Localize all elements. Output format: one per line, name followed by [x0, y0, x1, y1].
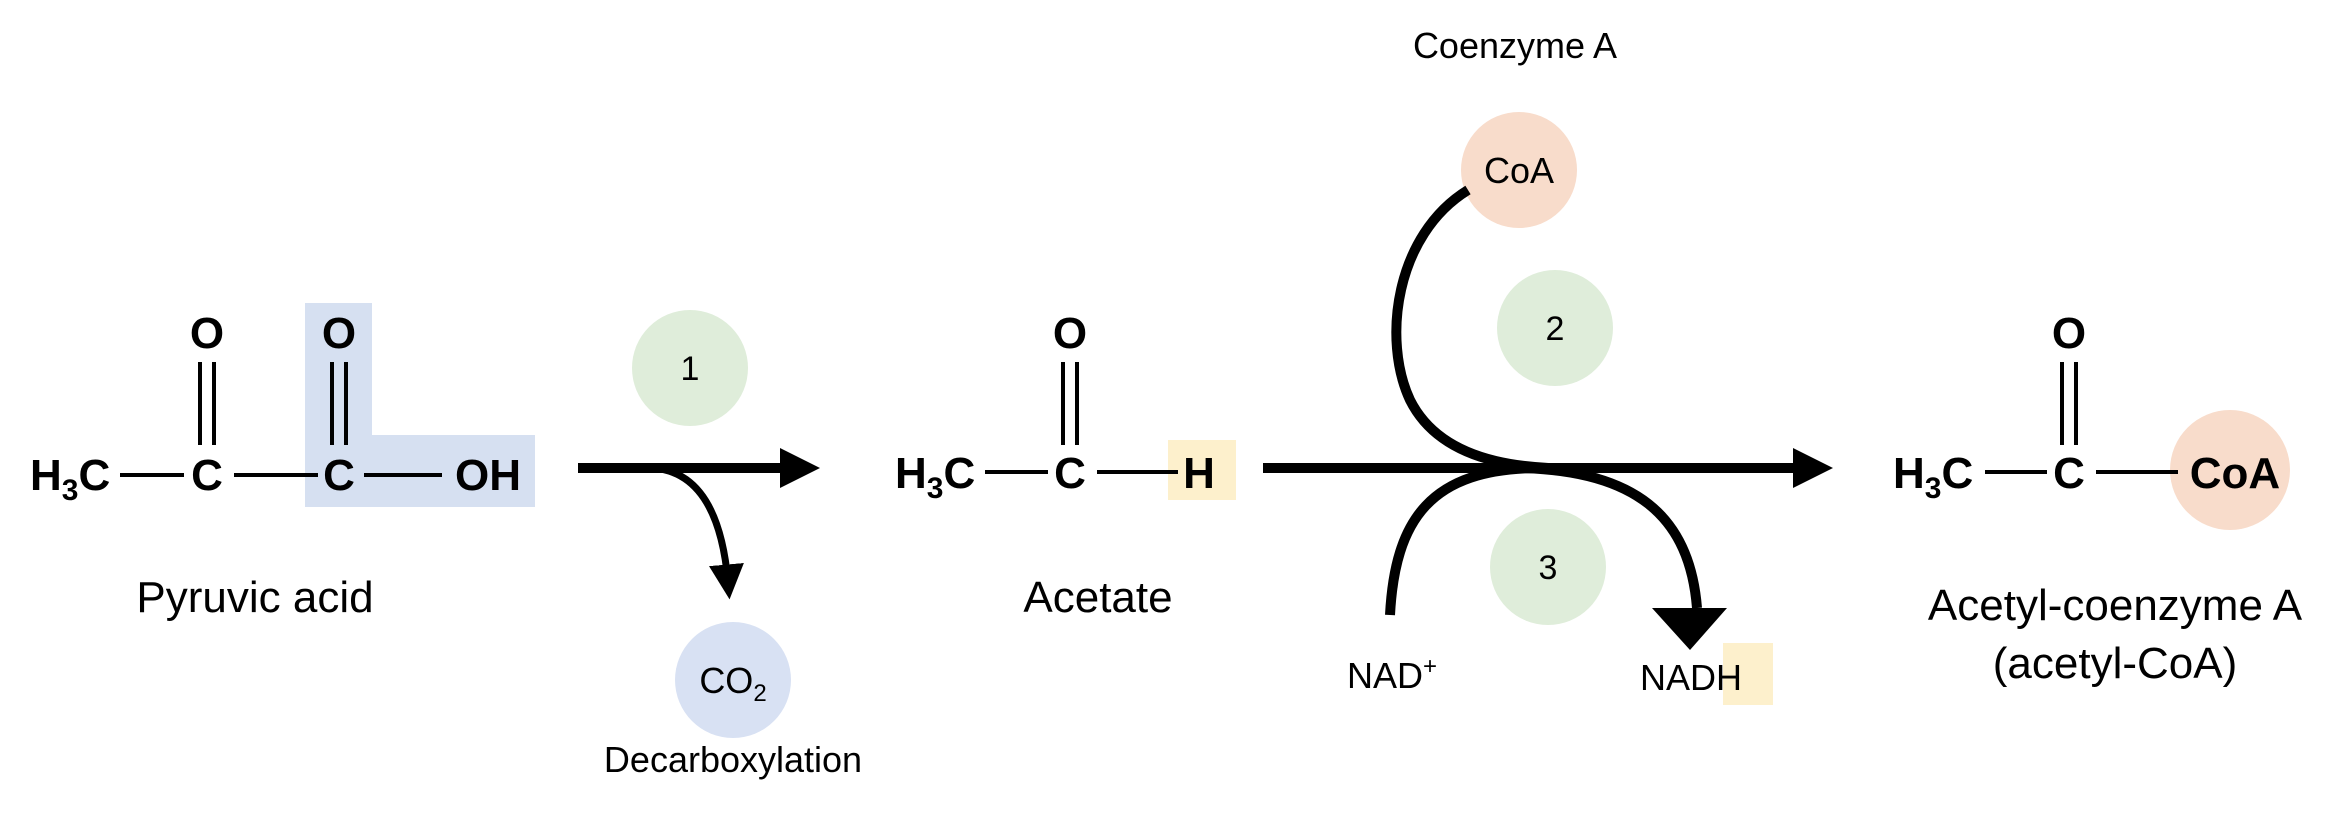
- acetate-molecule: O H3C C H Acetate: [895, 309, 1236, 622]
- methyl-group: H3C: [1893, 449, 1973, 505]
- nad-plus-label: NAD+: [1347, 653, 1437, 696]
- atom-carbon: C: [2053, 449, 2085, 498]
- step-2-badge: [1497, 270, 1613, 386]
- pyruvic-acid-molecule: O O H3C C C OH Pyruvic acid: [30, 303, 535, 622]
- coa-group-highlight: [2170, 410, 2290, 530]
- co2-label: CO2: [699, 660, 766, 707]
- atom-oxygen: O: [1053, 309, 1087, 358]
- pyruvic-acid-label: Pyruvic acid: [136, 573, 373, 622]
- nadh-hydrogen-highlight: [1723, 643, 1773, 705]
- hydrogen-highlight: [1168, 440, 1236, 500]
- step-3-number: 3: [1539, 549, 1558, 587]
- co2-release-arrow: [649, 464, 744, 600]
- coa-group: CoA: [2190, 449, 2280, 498]
- coenzyme-a-label: Coenzyme A: [1413, 25, 1617, 66]
- steps-2-3-coa-attachment: Coenzyme A CoA 2 3 NAD+ NADH: [1263, 25, 1833, 705]
- atom-hydrogen: H: [1183, 449, 1215, 498]
- decarboxylation-label: Decarboxylation: [604, 739, 862, 780]
- hydroxyl-group: OH: [455, 451, 521, 500]
- atom-oxygen: O: [2052, 309, 2086, 358]
- acetyl-coa-molecule: O H3C C CoA Acetyl-coenzyme A (acetyl-Co…: [1893, 309, 2303, 688]
- step-1-number: 1: [681, 350, 700, 388]
- atom-carbon: C: [1054, 449, 1086, 498]
- co2-bubble: [675, 622, 791, 738]
- acetyl-coa-label-line2: (acetyl-CoA): [1993, 639, 2238, 688]
- step-1-decarboxylation: 1 CO2 Decarboxylation: [578, 310, 862, 780]
- atom-oxygen: O: [322, 309, 356, 358]
- carboxyl-highlight: [305, 303, 535, 507]
- nadh-arrowhead: [1652, 608, 1727, 650]
- acetyl-coa-label-line1: Acetyl-coenzyme A: [1928, 581, 2303, 630]
- atom-carbon: C: [191, 451, 223, 500]
- atom-oxygen: O: [190, 309, 224, 358]
- step-1-badge: [632, 310, 748, 426]
- coa-label: CoA: [1484, 150, 1554, 191]
- coa-bubble: [1461, 112, 1577, 228]
- nadh-label: NADH: [1640, 657, 1742, 698]
- methyl-group: H3C: [30, 451, 110, 507]
- methyl-group: H3C: [895, 449, 975, 505]
- step-2-number: 2: [1546, 310, 1565, 348]
- acetate-label: Acetate: [1023, 573, 1172, 622]
- step-3-badge: [1490, 509, 1606, 625]
- atom-carbon: C: [323, 451, 355, 500]
